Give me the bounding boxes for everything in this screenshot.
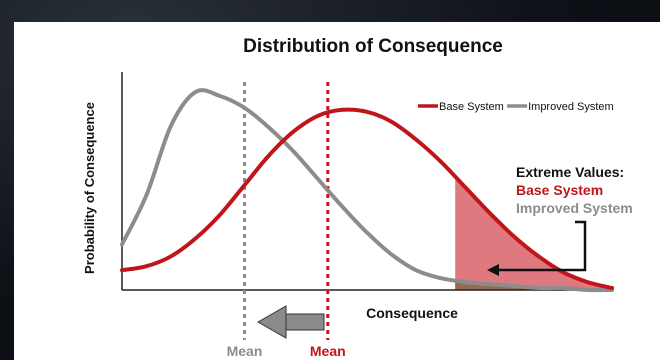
- improved-system-tail-area: [455, 280, 612, 291]
- annotation-title: Extreme Values:: [516, 164, 624, 180]
- mean-label-base-system: Mean: [310, 343, 346, 359]
- y-axis-label: Probability of Consequence: [82, 102, 97, 274]
- annotation-arrowhead: [487, 264, 499, 276]
- mean-shift-arrow: [256, 305, 325, 339]
- legend-label-base-system: Base System: [439, 101, 504, 113]
- annotation-improved-system: Improved System: [516, 200, 633, 216]
- series-line-improved-system: [120, 88, 614, 293]
- extreme-values-annotation: Extreme Values: Base System Improved Sys…: [487, 164, 633, 276]
- legend-label-improved-system: Improved System: [528, 101, 614, 113]
- series-line-base-system: [120, 107, 614, 290]
- chart-title: Distribution of Consequence: [243, 36, 503, 57]
- annotation-arrow: [498, 220, 587, 272]
- base-system-tail-area: [455, 176, 612, 290]
- x-axis-label: Consequence: [366, 305, 458, 321]
- mean-label-improved-system: Mean: [227, 343, 263, 359]
- annotation-base-system: Base System: [516, 182, 603, 198]
